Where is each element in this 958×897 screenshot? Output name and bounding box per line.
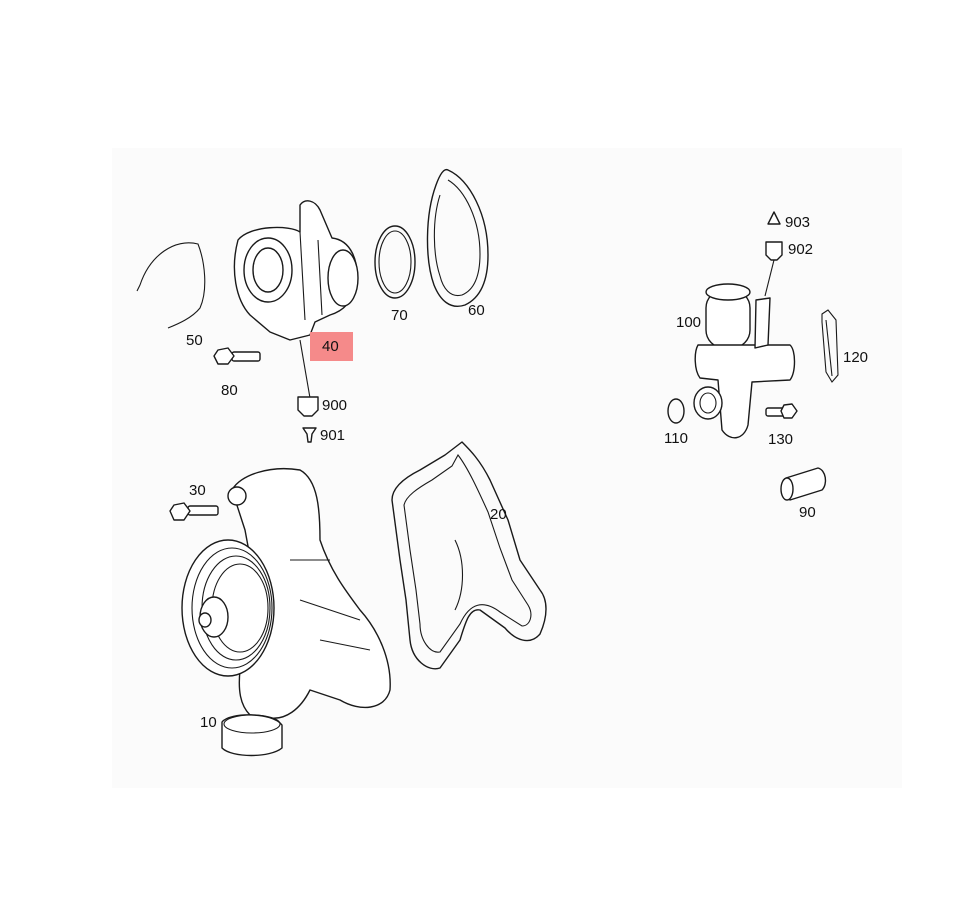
part-900-sensor [297,396,319,417]
callout-20: 20 [490,506,507,523]
callout-100: 100 [676,314,702,331]
part-40-thermostat-housing [233,200,359,341]
callout-60: 60 [468,302,485,319]
callout-120: 120 [843,349,869,366]
callout-110: 110 [664,430,688,447]
part-120-bracket [821,309,839,383]
callout-80: 80 [221,382,238,399]
part-70-o-ring [374,225,416,299]
callout-50: 50 [186,332,203,349]
part-20-gasket [391,441,547,670]
part-903-cap [767,211,781,225]
callout-902: 902 [788,241,814,258]
callout-130: 130 [768,431,794,448]
part-100-valve-housing [693,283,796,439]
part-60-gasket [426,168,489,307]
callout-40-highlighted[interactable]: 40 [310,332,353,361]
callout-903: 903 [785,214,811,231]
callout-901: 901 [320,427,346,444]
part-80-bolt [213,347,261,365]
callout-10: 10 [200,714,217,731]
callout-70: 70 [391,307,408,324]
part-10-water-pump [181,468,391,757]
part-902-sensor [765,241,783,261]
part-90-pipe [780,467,827,501]
part-50-clip [136,242,206,329]
callout-90: 90 [799,504,816,521]
part-30-bolt [169,502,219,521]
callout-30: 30 [189,482,206,499]
part-110-o-ring [667,398,685,424]
part-130-bolt [765,403,798,419]
part-901-plug [302,427,317,443]
callout-900: 900 [322,397,348,414]
part-40-leader [299,339,311,399]
